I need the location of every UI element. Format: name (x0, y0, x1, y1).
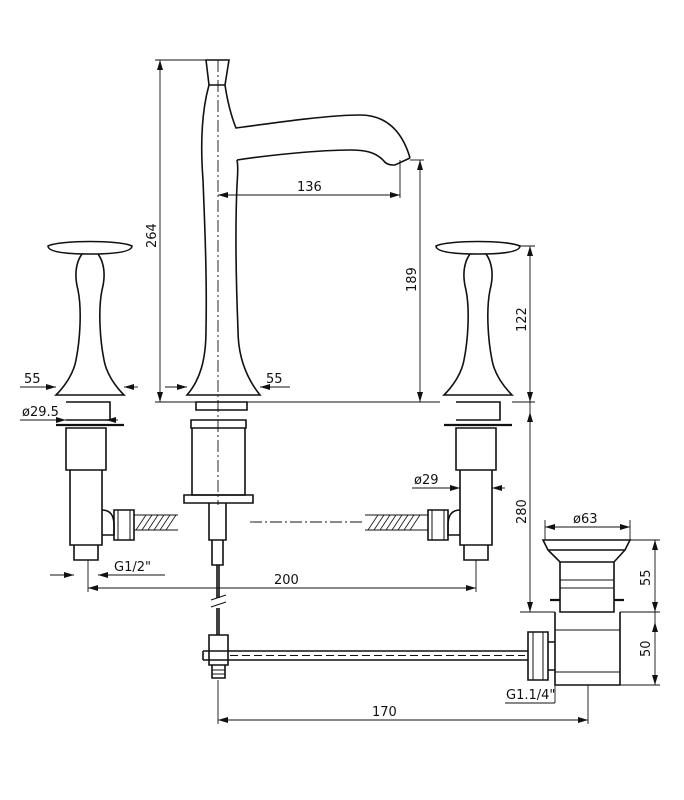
dimension-lines (20, 59, 660, 724)
dia-63: ø63 (573, 512, 598, 527)
dim-170: 170 (372, 705, 397, 720)
dim-55-left: 55 (24, 372, 41, 387)
dim-136: 136 (297, 180, 322, 195)
left-valve (47, 240, 178, 561)
dim-55-right: 55 (639, 569, 654, 586)
dim-122: 122 (515, 307, 530, 332)
right-valve (365, 240, 521, 561)
dim-189: 189 (405, 267, 420, 292)
hose-hatching (135, 514, 421, 531)
dim-264: 264 (145, 223, 160, 248)
dimension-arrows (46, 60, 658, 723)
thread-g1-2: G1/2" (114, 560, 151, 575)
dim-55-mid: 55 (266, 372, 283, 387)
dia-29-5: ø29.5 (22, 405, 59, 420)
dim-280: 280 (515, 499, 530, 524)
dim-50: 50 (639, 640, 654, 657)
thread-g1-1-4: G1.1/4" (506, 688, 555, 703)
dim-200: 200 (274, 573, 299, 588)
popup-waste (527, 539, 632, 686)
dimension-labels: 136 264 189 122 280 55 50 55 55 200 170 … (22, 180, 654, 720)
dia-29: ø29 (414, 473, 439, 488)
